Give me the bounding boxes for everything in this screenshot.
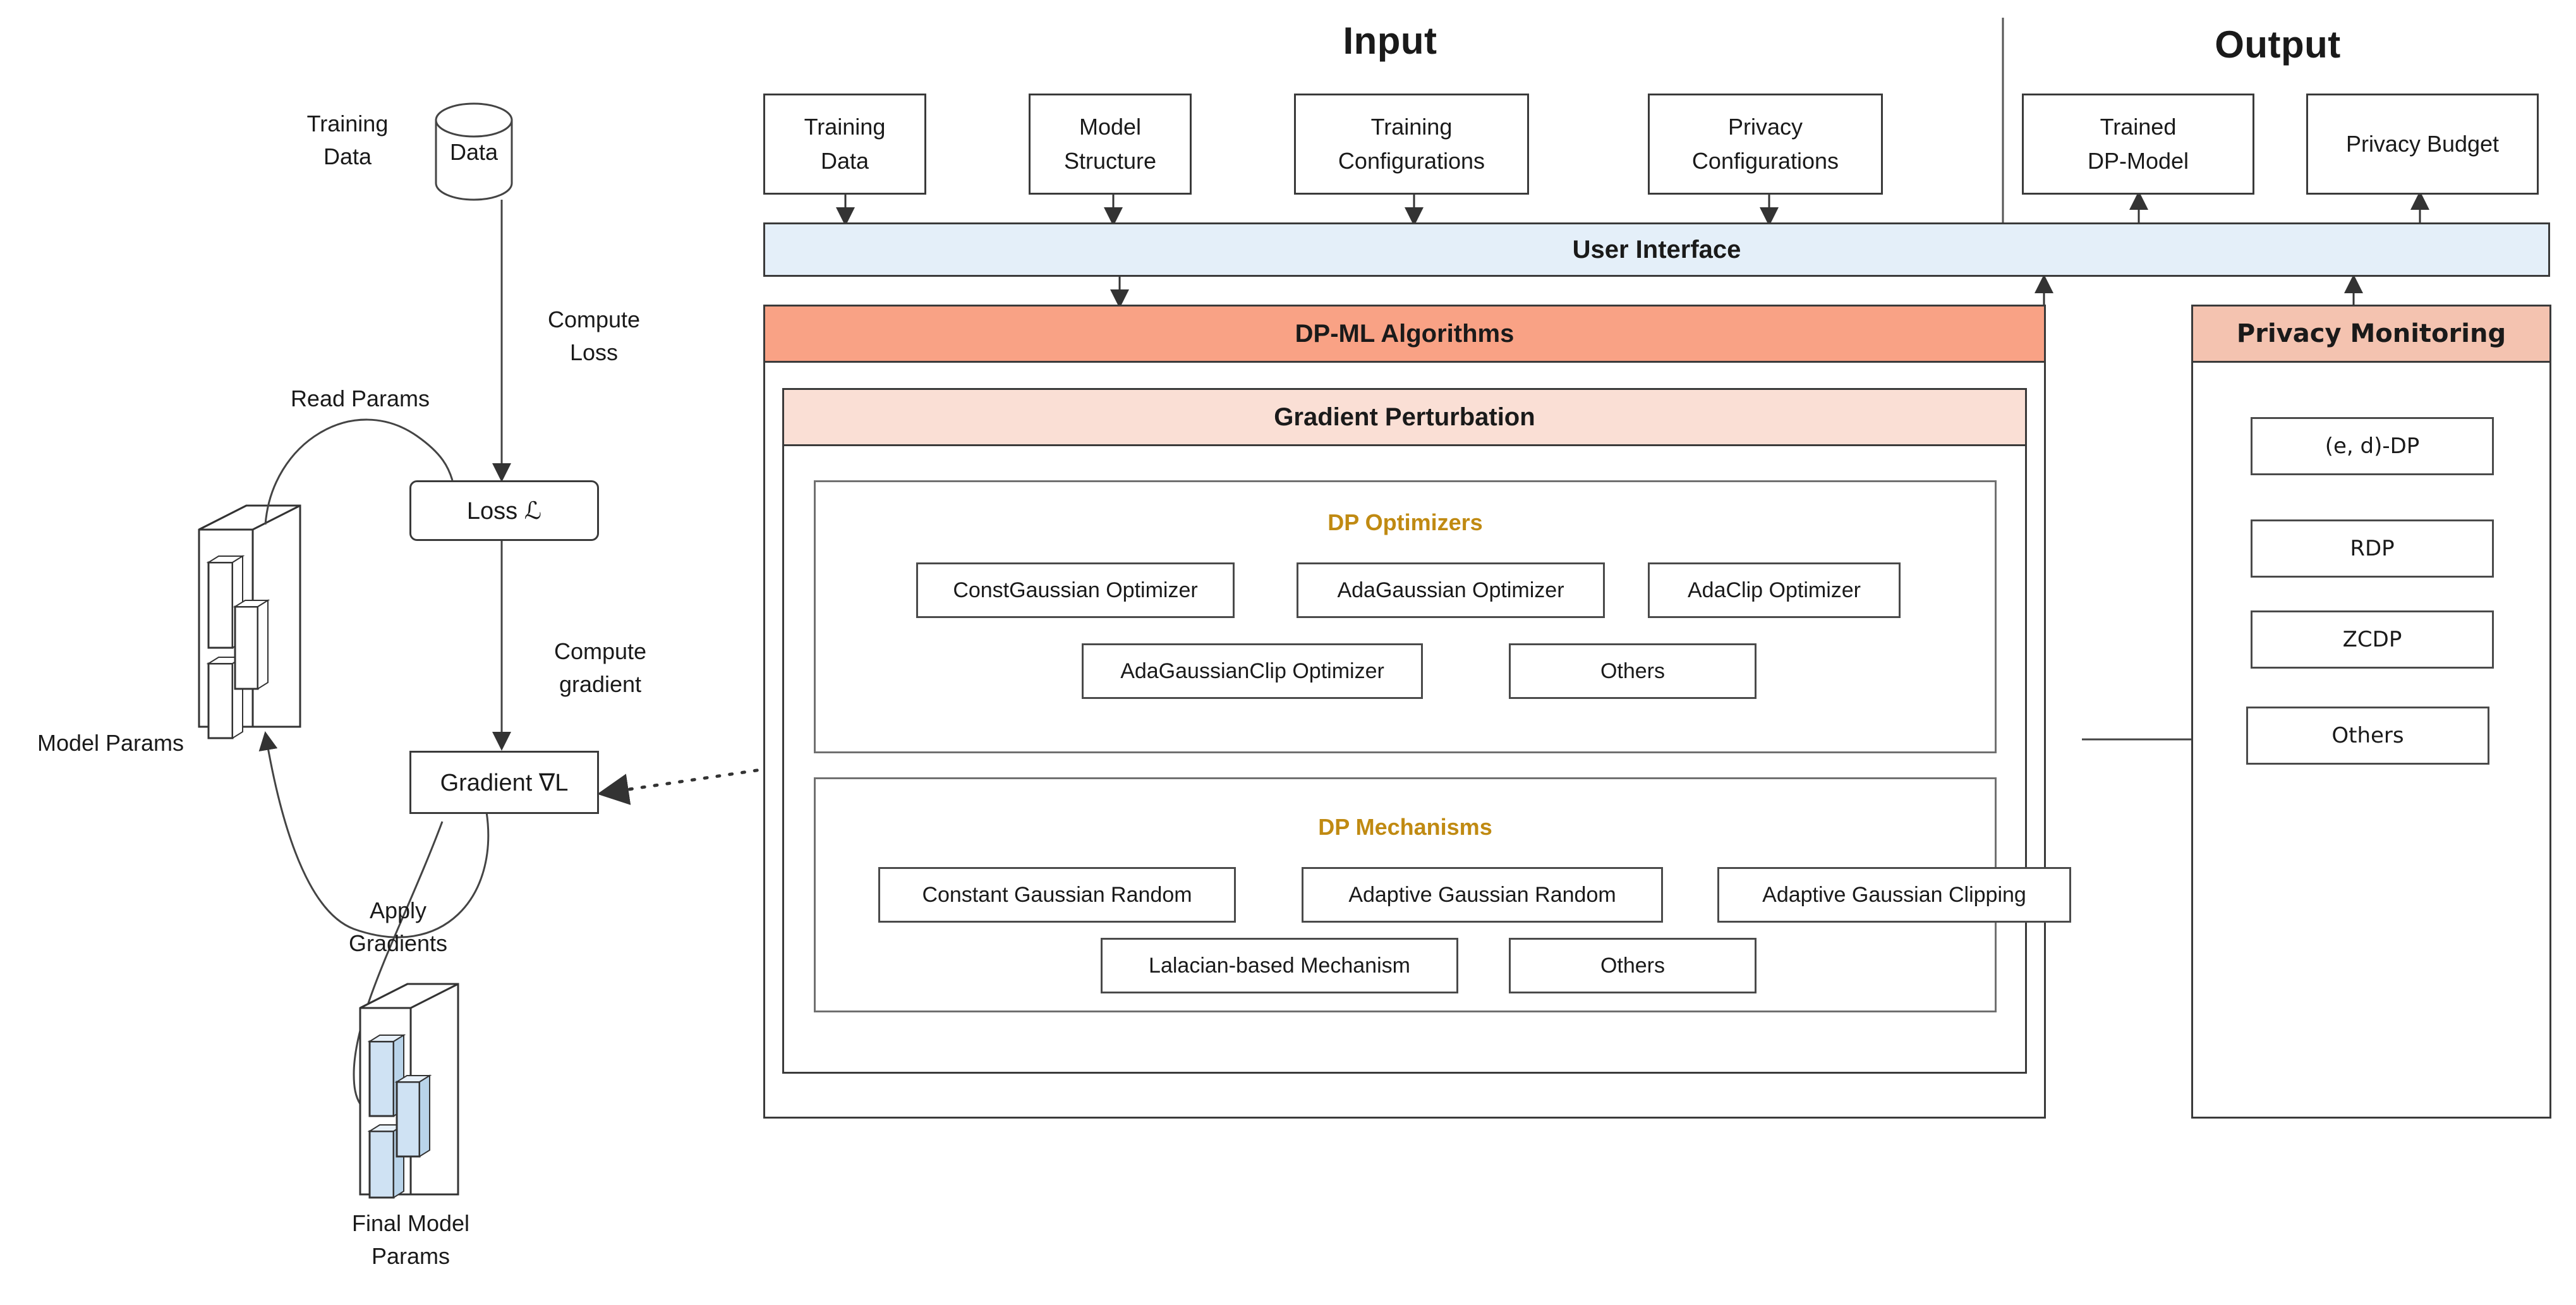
optimizer-box-adagaussian[interactable]: AdaGaussian Optimizer — [1297, 562, 1605, 618]
input-box-training-configurations[interactable]: Training Configurations — [1294, 94, 1529, 195]
privacy-monitoring-item-rdp[interactable]: RDP — [2251, 519, 2494, 578]
dpml-algorithms-header: DP-ML Algorithms — [763, 305, 2046, 363]
privacy-monitoring-item-ed-dp[interactable]: (e, d)-DP — [2251, 417, 2494, 475]
mechanism-box-others[interactable]: Others — [1509, 938, 1757, 993]
gradient-perturbation-header: Gradient Perturbation — [782, 388, 2027, 446]
mechanism-box-constant-gaussian-random[interactable]: Constant Gaussian Random — [878, 867, 1236, 923]
privacy-monitoring-item-others[interactable]: Others — [2246, 707, 2489, 765]
mechanism-box-adaptive-gaussian-clipping[interactable]: Adaptive Gaussian Clipping — [1717, 867, 2071, 923]
compute-gradient-label: Compute gradient — [553, 638, 647, 698]
privacy-monitoring-header: Privacy Monitoring — [2191, 305, 2551, 363]
model-params-label: Model Params — [37, 730, 184, 756]
mechanism-box-adaptive-gaussian-random[interactable]: Adaptive Gaussian Random — [1302, 867, 1663, 923]
input-section-title: Input — [1343, 20, 1437, 62]
dp-optimizers-group-label: DP Optimizers — [1327, 509, 1483, 535]
optimizer-box-others[interactable]: Others — [1509, 643, 1757, 699]
mechanism-box-lalacian-based[interactable]: Lalacian-based Mechanism — [1101, 938, 1458, 993]
user-interface-bar[interactable]: User Interface — [763, 222, 2550, 277]
dp-mechanisms-group-label: DP Mechanisms — [1318, 814, 1492, 840]
training-data-label: Training Data — [306, 111, 389, 170]
optimizer-box-adagaussianclip[interactable]: AdaGaussianClip Optimizer — [1082, 643, 1423, 699]
datastore-label: Data — [449, 138, 499, 165]
loss-node[interactable]: Loss ℒ — [409, 480, 599, 541]
compute-loss-label: Compute Loss — [547, 307, 641, 366]
optimizer-box-adaclip[interactable]: AdaClip Optimizer — [1648, 562, 1901, 618]
optimizer-box-constgaussian[interactable]: ConstGaussian Optimizer — [916, 562, 1235, 618]
input-box-privacy-configurations[interactable]: Privacy Configurations — [1648, 94, 1883, 195]
model-params-icon — [198, 504, 301, 739]
input-box-training-data[interactable]: Training Data — [763, 94, 926, 195]
output-section-title: Output — [2215, 23, 2341, 66]
final-model-params-label: Final Model Params — [351, 1210, 470, 1270]
final-model-params-icon — [359, 983, 459, 1199]
apply-gradients-label: Apply Gradients — [348, 897, 448, 957]
output-box-trained-dp-model[interactable]: Trained DP-Model — [2022, 94, 2254, 195]
output-box-privacy-budget[interactable]: Privacy Budget — [2306, 94, 2539, 195]
gradient-node[interactable]: Gradient ∇L — [409, 751, 599, 814]
read-params-label: Read Params — [290, 385, 430, 411]
privacy-monitoring-item-zcdp[interactable]: ZCDP — [2251, 610, 2494, 669]
input-box-model-structure[interactable]: Model Structure — [1029, 94, 1192, 195]
